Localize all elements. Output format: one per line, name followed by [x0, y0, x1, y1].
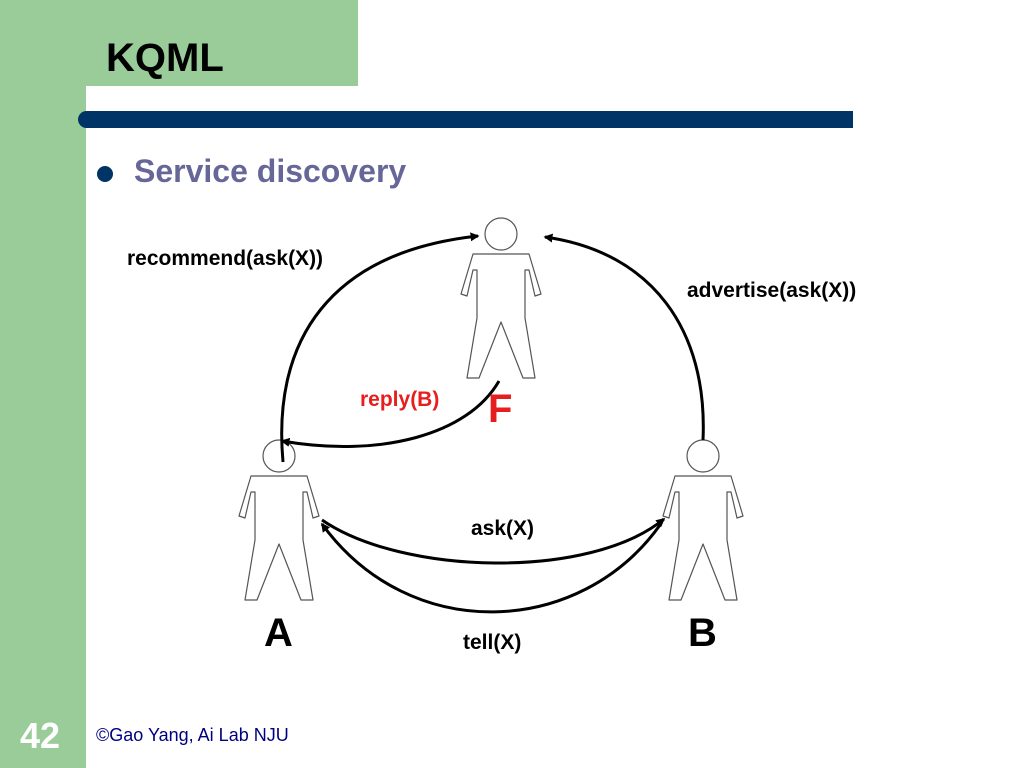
page-number: 42: [20, 715, 61, 756]
tell-label: tell(X): [463, 631, 521, 654]
agent-a-label: A: [264, 611, 293, 655]
agent-f-label: F: [488, 387, 512, 431]
bullet-icon: [97, 166, 113, 182]
reply-label: reply(B): [360, 388, 439, 411]
agent-f-figure: [460, 217, 542, 379]
title-bar: [78, 111, 853, 128]
slide-title: KQML: [106, 36, 224, 80]
ask-arrow: [321, 517, 666, 565]
copyright-text: ©Gao Yang, Ai Lab NJU: [96, 725, 289, 745]
ask-label: ask(X): [471, 517, 534, 540]
agent-b-figure: [662, 439, 744, 601]
bullet-text: Service discovery: [134, 153, 407, 189]
recommend-arrow: [280, 232, 480, 463]
advertise-label: advertise(ask(X)): [687, 279, 856, 302]
reply-arrow: [280, 380, 501, 448]
agent-a-figure: [238, 439, 320, 601]
agent-b-label: B: [688, 611, 717, 655]
recommend-label: recommend(ask(X)): [127, 247, 323, 270]
tell-arrow: [320, 522, 662, 614]
sidebar: [0, 0, 86, 768]
header-block: [86, 0, 358, 86]
advertise-arrow: [543, 233, 705, 441]
